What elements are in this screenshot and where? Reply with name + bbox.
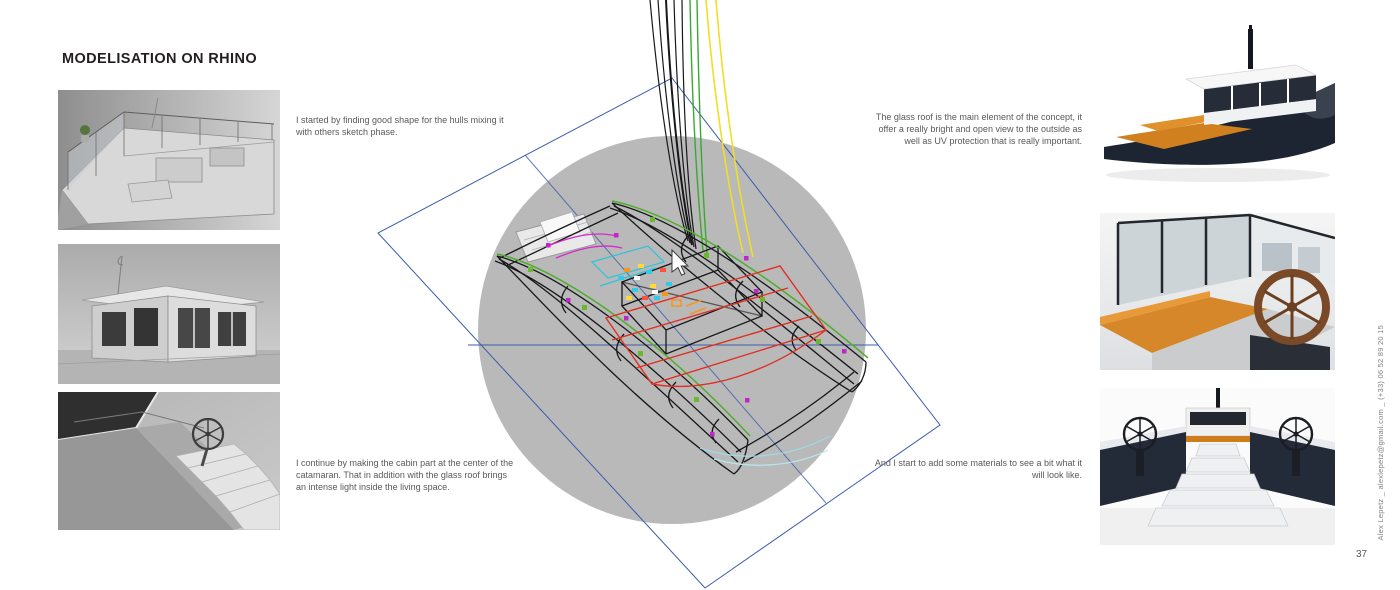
- cursor-arrow-icon: [671, 248, 690, 276]
- ground-plane-circle: [478, 136, 866, 524]
- reflection-curves-cyan: [699, 435, 831, 466]
- detail-orange: [671, 299, 707, 315]
- figure-material-render-interior: [1100, 213, 1335, 370]
- page-title: MODELISATION ON RHINO: [62, 51, 258, 67]
- caption-hull-shape: I started by finding good shape for the …: [296, 115, 504, 137]
- page-number: 37: [1356, 549, 1368, 560]
- curves-magenta: [547, 233, 623, 259]
- control-points-green: [528, 217, 821, 402]
- grayscale-render-deck: [58, 90, 280, 230]
- cplane-grid: [377, 77, 941, 589]
- figure-material-render-stern: [1100, 388, 1335, 545]
- deck-frame-red: [604, 265, 828, 388]
- figure-grayscale-render-cabin: [58, 244, 280, 384]
- caption-cabin-part: I continue by making the cabin part at t…: [296, 458, 514, 492]
- material-render-interior: [1100, 213, 1335, 370]
- catamaran-wireframe: [494, 200, 869, 475]
- figure-grayscale-render-deck: [58, 90, 280, 230]
- construction-curves-vertical: [649, 0, 754, 258]
- material-render-exterior: [1100, 25, 1335, 195]
- caption-glass-roof: The glass roof is the main element of th…: [875, 112, 1082, 146]
- control-points-magenta: [546, 233, 847, 437]
- grayscale-render-cabin: [58, 244, 280, 384]
- figure-grayscale-render-stern: [58, 392, 280, 530]
- figure-material-render-exterior: [1100, 25, 1335, 195]
- hull-wireframe-black: [494, 202, 867, 475]
- caption-materials: And I start to add some materials to see…: [874, 458, 1082, 480]
- grayscale-render-stern: [58, 392, 280, 530]
- texture-patch-cluster: [618, 264, 672, 300]
- contact-sidebar-text: Alex Lepetz _ alexlepetz@gmail.com _ (+3…: [1376, 325, 1385, 541]
- material-render-stern: [1100, 388, 1335, 545]
